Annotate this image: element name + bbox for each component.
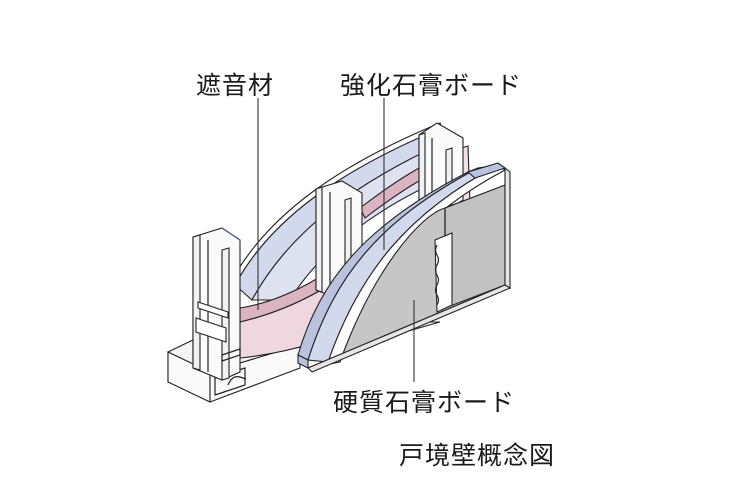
label-hard-gypsum-board: 硬質石膏ボード: [333, 388, 516, 417]
label-reinforced-gypsum-board: 強化石膏ボード: [340, 71, 523, 100]
hard-gypsum-board: [307, 162, 512, 373]
label-sound-insulation: 遮音材: [196, 71, 275, 100]
left-steel-stud: [192, 227, 241, 381]
diagram-caption: 戸境壁概念図: [399, 441, 556, 470]
